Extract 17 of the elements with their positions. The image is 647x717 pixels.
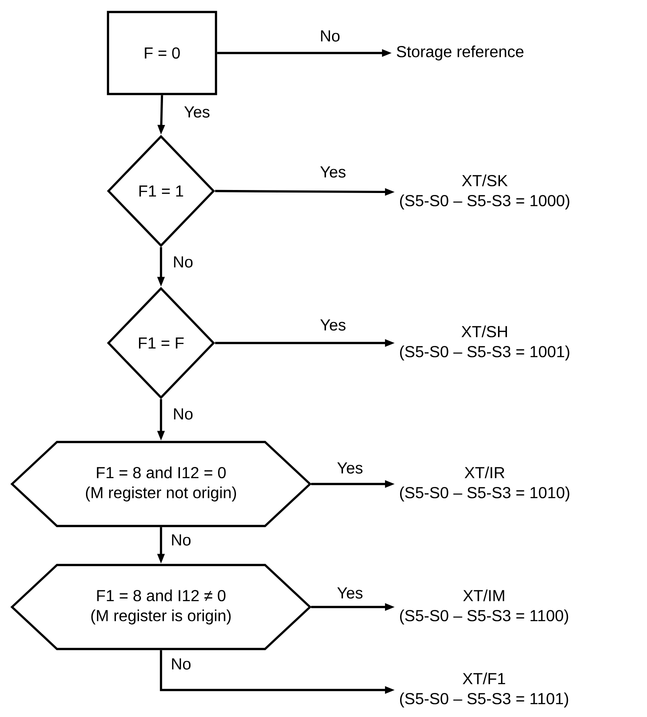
outcome-text: XT/F1 (S5-S0 – S5-S3 = 1101) [400,672,568,708]
edge-label: No [172,407,194,421]
outcome-text: XT/IR (S5-S0 – S5-S3 = 1010) [400,466,570,502]
edge-label: No [170,533,192,547]
edge-label: Yes [318,165,348,179]
edge-label: Yes [336,461,364,475]
edge-label: No [172,255,194,269]
edge-label: No [170,657,192,671]
outcome-text: Storage reference [396,46,524,60]
outcome-text: XT/SK (S5-S0 – S5-S3 = 1000) [400,174,570,210]
outcome-text: XT/SH (S5-S0 – S5-S3 = 1001) [400,326,570,360]
outcome-text: XT/IM (S5-S0 – S5-S3 = 1100) [400,590,568,624]
edge-label: Yes [336,586,364,600]
edge-label: No [318,29,342,43]
process-box: F = 0 [106,10,218,96]
edge-label: Yes [182,105,212,119]
edge-label: Yes [318,318,348,332]
